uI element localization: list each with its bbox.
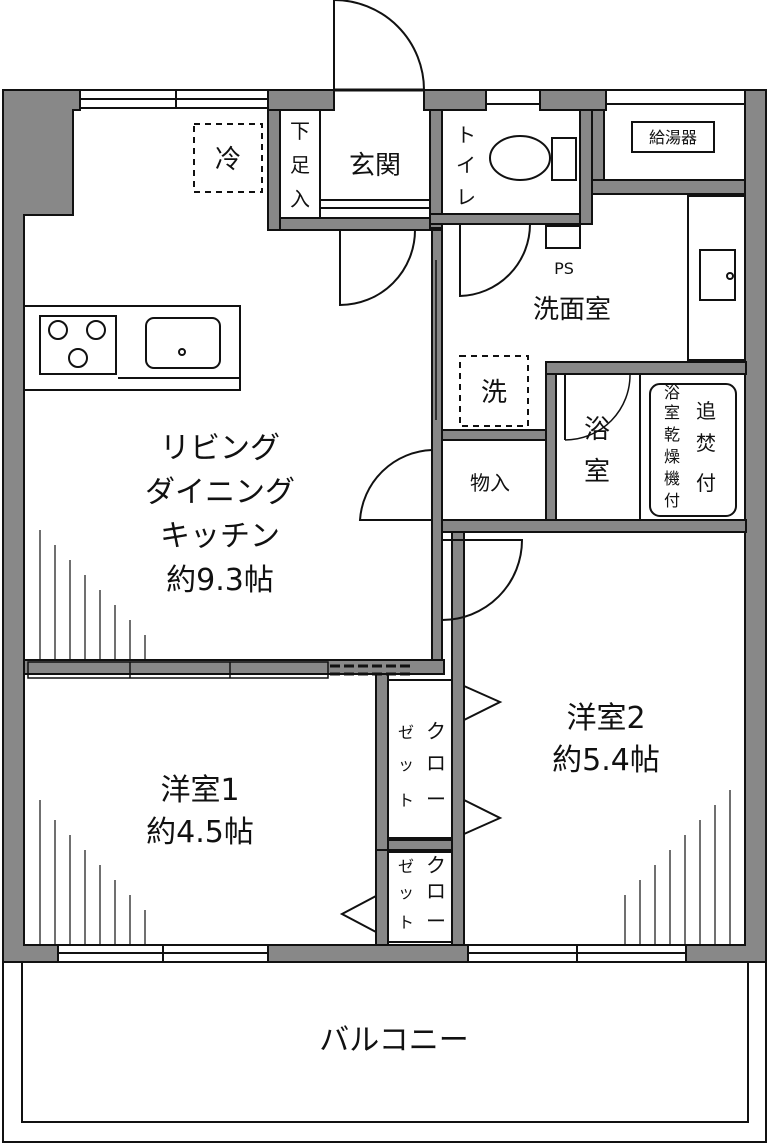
stove-burners <box>39 315 117 375</box>
shoe-storage-char-1: 下 <box>290 119 310 143</box>
bath-feature-b3: 付 <box>696 471 716 495</box>
shoe-storage-char-3: 入 <box>290 187 310 211</box>
entrance-label: 玄関 <box>349 151 401 181</box>
ps-label: PS <box>554 259 574 278</box>
fridge-label: 冷 <box>215 145 241 175</box>
room2-name: 洋室2 <box>566 701 645 736</box>
room1-size: 約4.5帖 <box>146 815 254 850</box>
ldk-name-line3: キッチン <box>160 519 280 554</box>
closet1-col2-char-3: ー <box>426 787 446 811</box>
storage-label: 物入 <box>470 471 510 495</box>
bath-feature-a6: 付 <box>664 491 680 510</box>
toilet-char-1: ト <box>456 123 476 147</box>
bath-feature-a4: 燥 <box>664 447 680 466</box>
light-shading <box>39 530 731 945</box>
windows <box>57 89 746 963</box>
balcony-label: バルコニー <box>319 1023 468 1058</box>
ldk-name-line1: リビング <box>160 431 280 466</box>
closet1-col2-char-1: ク <box>426 719 446 743</box>
water-heater-label: 給湯器 <box>649 128 697 147</box>
bath-char-1: 浴 <box>584 415 610 445</box>
washer-label: 洗 <box>481 378 507 408</box>
room1-name: 洋室1 <box>160 773 239 808</box>
bath-feature-a5: 機 <box>664 469 680 488</box>
labels: リビング ダイニング キッチン 約9.3帖 洋室1 約4.5帖 洋室2 約5.4… <box>145 119 716 1058</box>
room2-size: 約5.4帖 <box>552 743 660 778</box>
bath-feature-a2: 室 <box>664 403 680 422</box>
closet2-col1-char-3: ト <box>398 913 414 932</box>
bath-feature-b2: 焚 <box>696 431 716 455</box>
closet2-col2-char-1: ク <box>426 853 446 877</box>
ldk-size: 約9.3帖 <box>166 563 274 598</box>
closet1-col2-char-2: ロ <box>426 751 446 775</box>
bath-feature-a1: 浴 <box>664 383 680 402</box>
closet1-col1-char-1: ゼ <box>398 723 414 742</box>
closet2-col2-char-2: ロ <box>426 879 446 903</box>
washroom-label: 洗面室 <box>533 295 611 325</box>
interior-walls <box>23 109 747 946</box>
closet1-col1-char-3: ト <box>398 791 414 810</box>
toilet-char-3: レ <box>456 185 476 209</box>
ldk-name-line2: ダイニング <box>145 475 295 510</box>
shoe-storage-char-2: 足 <box>290 153 310 177</box>
closet2-col1-char-1: ゼ <box>398 857 414 876</box>
closet1-col1-char-2: ッ <box>398 755 414 774</box>
closet2-col2-char-3: ー <box>426 909 446 933</box>
bath-char-2: 室 <box>584 457 610 487</box>
closet2-col1-char-2: ッ <box>398 883 414 902</box>
bath-feature-a3: 乾 <box>664 425 680 444</box>
bath-feature-b1: 追 <box>696 399 716 423</box>
toilet-char-2: イ <box>456 153 476 177</box>
